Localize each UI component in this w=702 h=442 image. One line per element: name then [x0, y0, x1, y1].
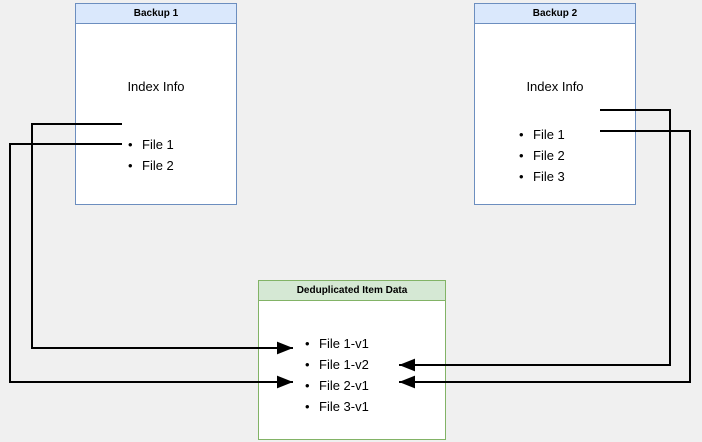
node-deduplicated-item-data: Deduplicated Item Data File 1-v1 File 1-… — [258, 280, 446, 440]
node-dedup-body: File 1-v1 File 1-v2 File 2-v1 File 3-v1 — [259, 301, 445, 439]
node-dedup-file-list: File 1-v1 File 1-v2 File 2-v1 File 3-v1 — [301, 333, 369, 417]
node-backup-1-title: Backup 1 — [76, 4, 236, 24]
list-item: File 3 — [515, 166, 565, 187]
node-backup-2-subtitle: Index Info — [526, 79, 584, 94]
node-backup-2-body: Index Info File 1 File 2 File 3 — [475, 24, 635, 204]
node-backup-2-file-list: File 1 File 2 File 3 — [515, 124, 565, 187]
list-item: File 1 — [515, 124, 565, 145]
list-item: File 2-v1 — [301, 375, 369, 396]
list-item: File 3-v1 — [301, 396, 369, 417]
node-backup-1-file-list: File 1 File 2 — [124, 134, 174, 176]
list-item: File 2 — [124, 155, 174, 176]
list-item: File 1-v2 — [301, 354, 369, 375]
node-backup-2: Backup 2 Index Info File 1 File 2 File 3 — [474, 3, 636, 205]
node-backup-1-subtitle: Index Info — [127, 79, 185, 94]
list-item: File 1 — [124, 134, 174, 155]
node-dedup-title: Deduplicated Item Data — [259, 281, 445, 301]
list-item: File 1-v1 — [301, 333, 369, 354]
node-backup-1-body: Index Info File 1 File 2 — [76, 24, 236, 204]
node-backup-2-title: Backup 2 — [475, 4, 635, 24]
list-item: File 2 — [515, 145, 565, 166]
node-backup-1: Backup 1 Index Info File 1 File 2 — [75, 3, 237, 205]
